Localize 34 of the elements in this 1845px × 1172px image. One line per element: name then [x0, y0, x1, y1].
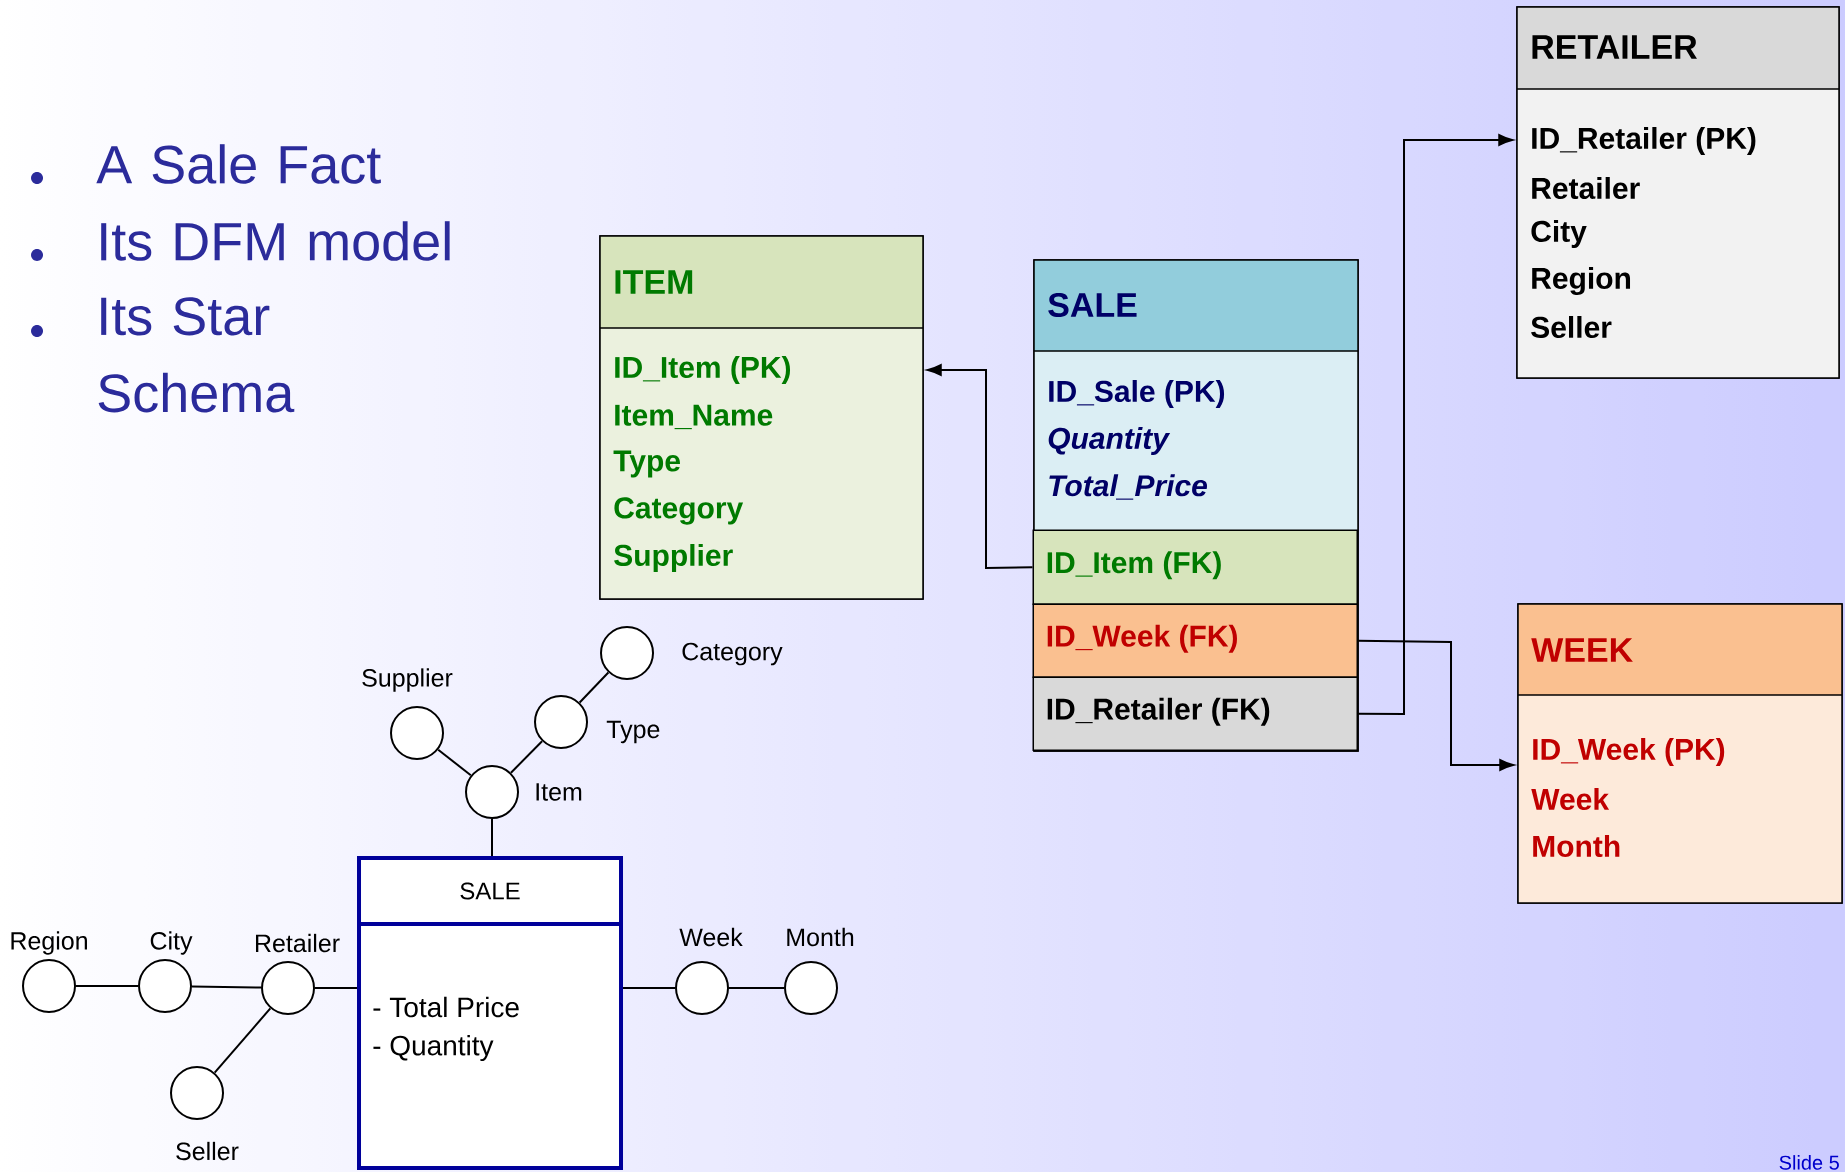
connector-line [728, 987, 785, 989]
table-row: ID_Week (FK) [1032, 603, 1358, 678]
table-row: ID_Retailer (FK) [1032, 676, 1358, 751]
connector-line [191, 985, 262, 989]
attribute-label: Region [11, 931, 87, 955]
slide-number: Slide 5 [1779, 1155, 1839, 1170]
attribute-label: Month [787, 927, 854, 947]
attribute-label: Type [606, 720, 660, 744]
table: WEEK ID_Week (PK) Week Month [1517, 603, 1843, 904]
connector-line [578, 671, 610, 704]
fact-box: SALE - Total Price - Quantity [357, 856, 623, 1170]
connector-line [314, 987, 358, 989]
attribute-label: Seller [176, 1141, 239, 1161]
connector-line [509, 740, 544, 774]
arrow [1357, 134, 1513, 715]
bullet-item: Its Star Schema [31, 297, 295, 413]
attribute-label: City [150, 931, 193, 955]
attribute-label: Week [679, 927, 743, 947]
table: RETAILER ID_Retailer (PK) Retailer City Region Seller [1516, 6, 1840, 379]
table-row: ID_Item (FK) [1032, 529, 1358, 605]
connector-line [437, 748, 472, 777]
table: ITEM ID_Item (PK) Item_Name Type Category Supplier [599, 235, 924, 600]
connector-line [213, 1007, 272, 1074]
bullet-item: Its DFM model [31, 221, 450, 261]
attribute-label: Category [682, 642, 783, 666]
arrow [1357, 639, 1514, 771]
attribute-label: Retailer [256, 933, 340, 953]
attribute-label: Item [536, 783, 582, 801]
connector-line [622, 987, 676, 989]
connector-line [75, 985, 139, 987]
bullet-item: A Sale Fact [31, 144, 381, 184]
arrow [927, 364, 1034, 569]
connector-line [491, 818, 493, 857]
attribute-label: Supplier [362, 668, 453, 692]
